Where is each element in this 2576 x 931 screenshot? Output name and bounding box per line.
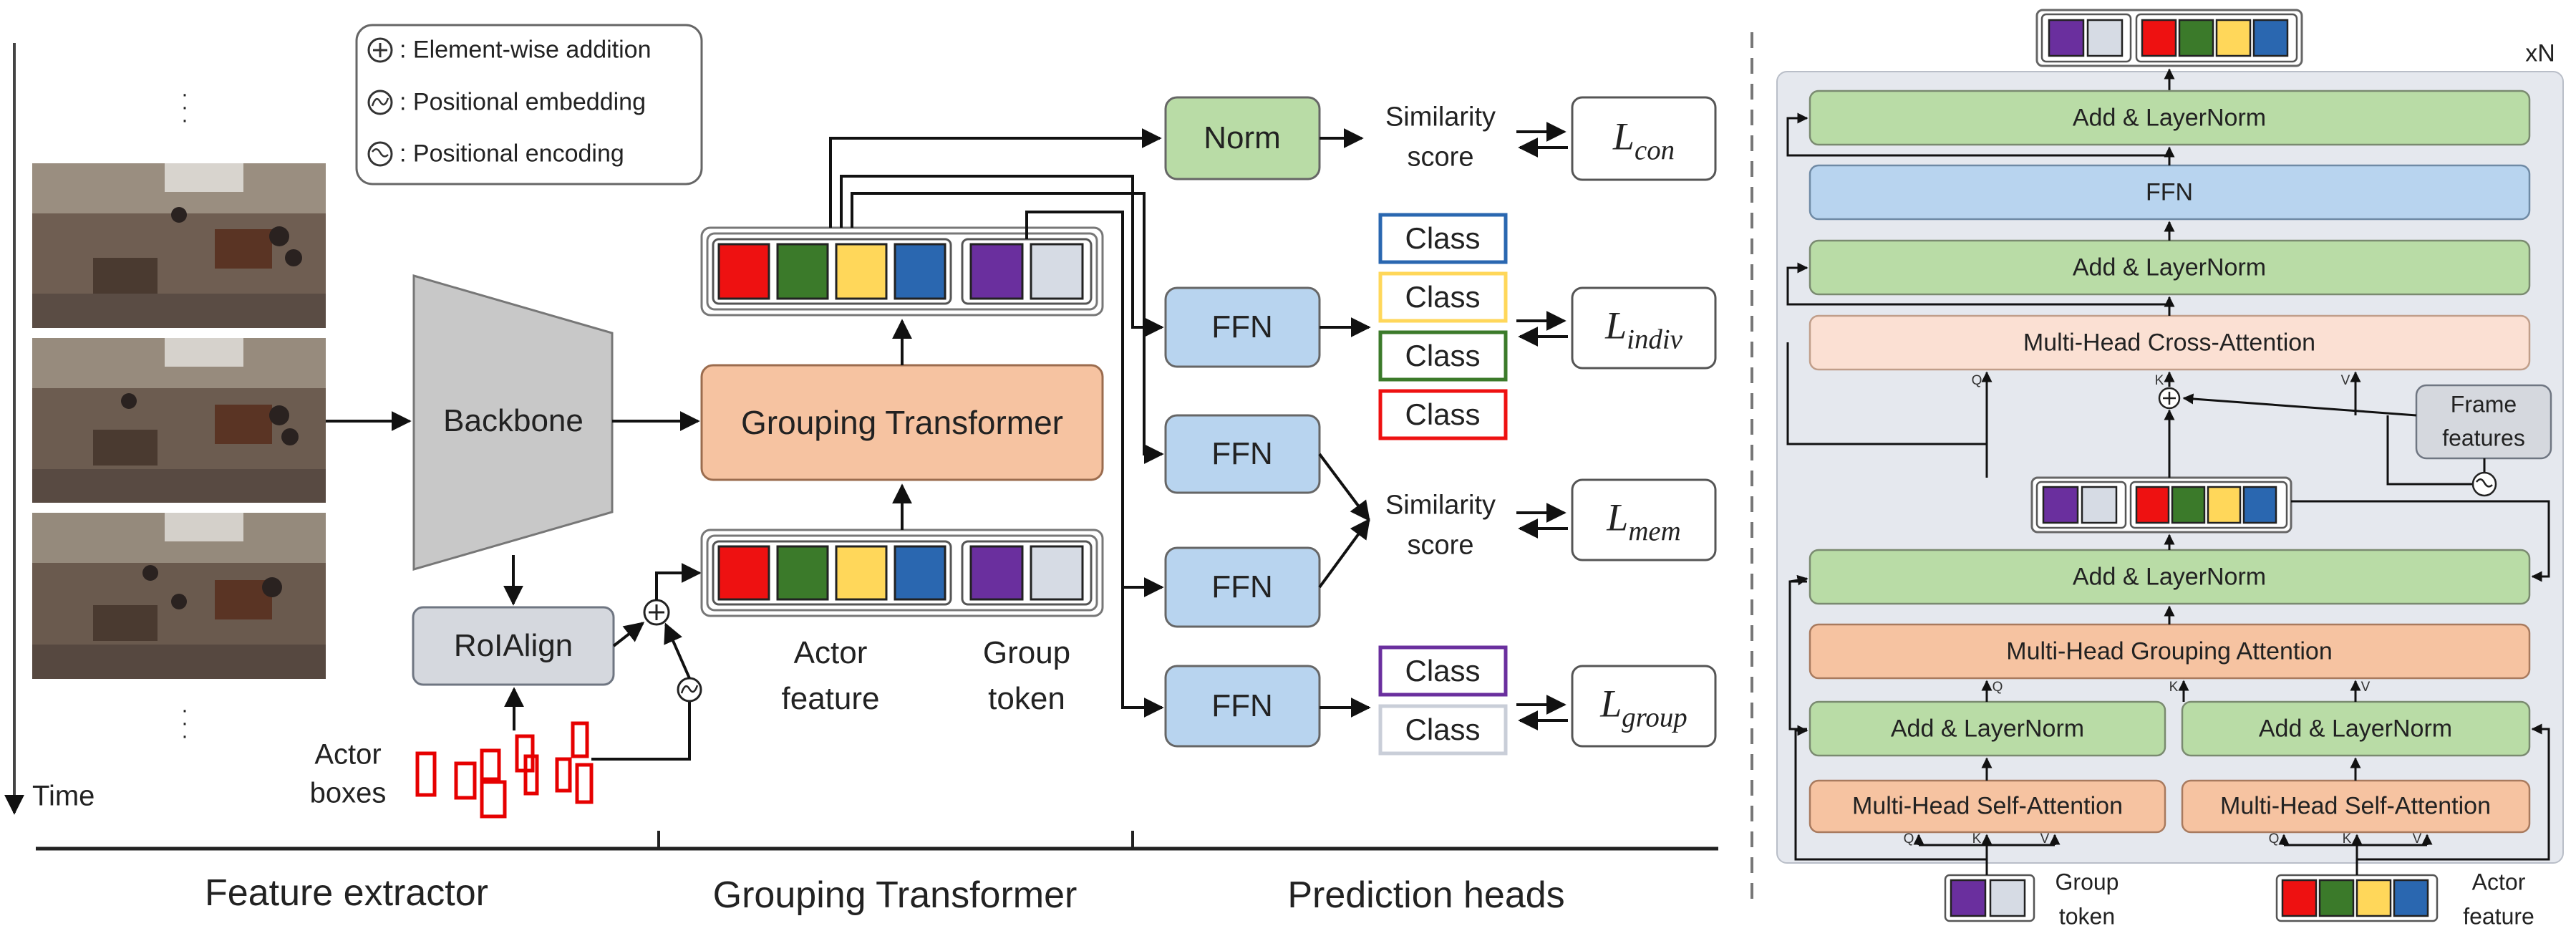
- video-frame-2: [32, 338, 326, 503]
- group-token-label-2: token: [988, 681, 1065, 716]
- right-group-token-input: [1944, 874, 2035, 922]
- class-label-indiv-1: Class: [1405, 221, 1481, 255]
- add-norm-top-label: Add & LayerNorm: [2072, 104, 2267, 132]
- grouping-attention-label: Multi-Head Grouping Attention: [2006, 637, 2333, 665]
- self-attention-actor-label: Multi-Head Self-Attention: [2220, 792, 2491, 820]
- ffn-indiv-label: FFN: [1211, 309, 1273, 344]
- add-norm-top: [1808, 90, 2531, 146]
- section-prediction-heads: Prediction heads: [1287, 874, 1565, 916]
- actor-boxes-label-2: boxes: [309, 777, 387, 809]
- class-box-indiv-1: [1378, 213, 1508, 264]
- roialign-label: RoIAlign: [453, 628, 573, 663]
- cross-attention-label: Multi-Head Cross-Attention: [2023, 329, 2316, 357]
- backbone-block: [412, 274, 614, 571]
- input-token-group: [700, 529, 1104, 617]
- loss-mem-label: Lmem: [1607, 496, 1681, 547]
- qkv-sa-group-v: V: [2040, 831, 2050, 846]
- class-label-indiv-3: Class: [1405, 339, 1481, 372]
- qkv-sa-actor-v: V: [2412, 831, 2422, 846]
- add-norm-group-label: Add & LayerNorm: [1890, 715, 2085, 743]
- qkv-sa-group-q: Q: [1903, 831, 1914, 846]
- loss-group-label: Lgroup: [1600, 682, 1688, 733]
- norm-label: Norm: [1204, 120, 1281, 155]
- repeat-label: xN: [2525, 39, 2555, 67]
- qkv-sa-actor-q: Q: [2268, 831, 2280, 846]
- frame-features-label-2: features: [2442, 425, 2525, 451]
- legend-box: [355, 24, 703, 185]
- actor-feature-label-1: Actor: [793, 635, 868, 670]
- class-box-indiv-4: [1378, 389, 1508, 440]
- right-group-token-label-1: Group: [2055, 869, 2119, 895]
- loss-indiv-label: Lindiv: [1605, 304, 1682, 355]
- ffn-mem1-label: FFN: [1211, 436, 1273, 471]
- right-output-tokens: [2035, 9, 2303, 67]
- class-label-indiv-2: Class: [1405, 280, 1481, 314]
- loss-con-label: Lcon: [1612, 115, 1675, 166]
- right-actor-feature-label-1: Actor: [2471, 869, 2526, 895]
- add-norm-actor-label: Add & LayerNorm: [2258, 715, 2453, 743]
- section-feature-extractor: Feature extractor: [205, 872, 488, 914]
- self-attention-group-label: Multi-Head Self-Attention: [1852, 792, 2123, 820]
- legend-pos-embedding: : Positional embedding: [400, 88, 647, 116]
- actor-boxes-label-1: Actor: [314, 738, 382, 771]
- ffn-group-label: FFN: [1211, 688, 1273, 723]
- video-frame-3: [32, 513, 326, 679]
- add-norm-mid-label: Add & LayerNorm: [2072, 254, 2267, 281]
- qkv-sa-group-k: K: [1972, 831, 1982, 846]
- qkv-sa-actor-k: K: [2342, 831, 2352, 846]
- ffn-mem2-label: FFN: [1211, 569, 1273, 604]
- vdots-top: · · ·: [181, 82, 188, 132]
- backbone-label: Backbone: [443, 403, 584, 438]
- right-mid-tokens: [2030, 476, 2292, 534]
- class-label-group-2: Class: [1405, 713, 1481, 746]
- output-token-group: [700, 226, 1104, 317]
- vdots-bottom: · · ·: [181, 698, 188, 748]
- similarity-score-1a: Similarity: [1385, 102, 1496, 132]
- group-token-label-1: Group: [982, 635, 1071, 670]
- qkv-group-v: V: [2360, 680, 2371, 695]
- ffn-block-label: FFN: [2145, 178, 2194, 206]
- right-group-token-label-2: token: [2058, 903, 2116, 930]
- loss-group-box: [1571, 665, 1717, 748]
- loss-con-box: [1571, 96, 1717, 181]
- loss-mem-box: [1571, 478, 1717, 561]
- section-grouping-transformer: Grouping Transformer: [712, 874, 1078, 916]
- qkv-cross-k: K: [2154, 373, 2164, 388]
- frame-features-label-1: Frame: [2450, 391, 2517, 418]
- grouping-transformer-label: Grouping Transformer: [741, 404, 1063, 441]
- time-label: Time: [32, 780, 95, 812]
- similarity-score-2a: Similarity: [1385, 490, 1496, 521]
- legend-addition: : Element-wise addition: [400, 36, 652, 64]
- right-actor-feature-label-2: feature: [2463, 903, 2534, 930]
- similarity-score-2b: score: [1407, 530, 1474, 561]
- qkv-group-k: K: [2169, 680, 2179, 695]
- similarity-score-1b: score: [1407, 142, 1474, 173]
- video-frame-1: [32, 163, 326, 328]
- qkv-cross-v: V: [2340, 373, 2350, 388]
- class-box-group-2: [1378, 704, 1508, 756]
- actor-feature-label-2: feature: [781, 681, 880, 716]
- qkv-group-q: Q: [1992, 680, 2003, 695]
- actor-boxes-graphic: [415, 721, 594, 819]
- class-box-indiv-3: [1378, 330, 1508, 382]
- qkv-cross-q: Q: [1971, 373, 1982, 388]
- right-actor-feature-input: [2275, 874, 2439, 922]
- class-label-group-1: Class: [1405, 654, 1481, 688]
- class-label-indiv-4: Class: [1405, 397, 1481, 431]
- add-norm-lower-label: Add & LayerNorm: [2072, 563, 2267, 591]
- legend-pos-encoding: : Positional encoding: [400, 140, 624, 168]
- loss-indiv-box: [1571, 286, 1717, 370]
- class-box-indiv-2: [1378, 271, 1508, 323]
- class-box-group-1: [1378, 645, 1508, 697]
